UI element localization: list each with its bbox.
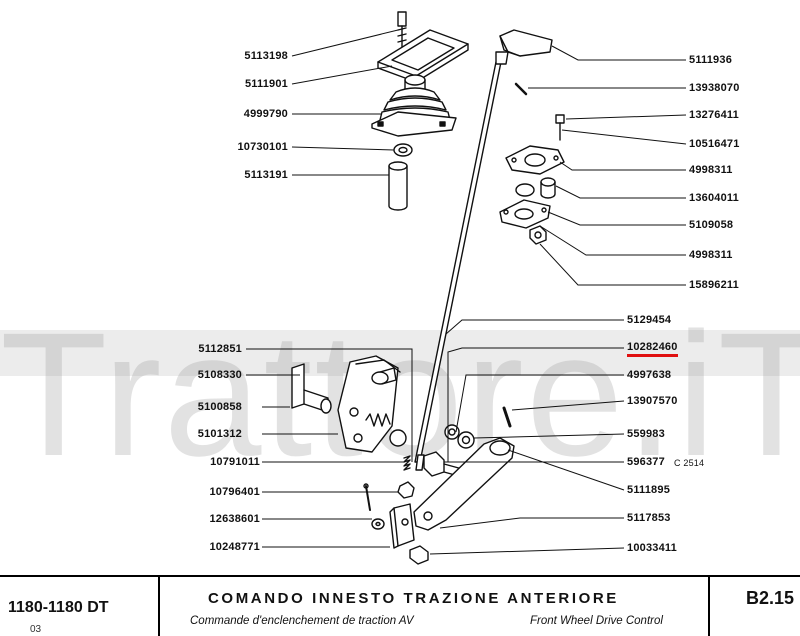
part-label-5100858: 5100858 — [197, 401, 242, 413]
washer-part-12638601 — [371, 518, 385, 530]
plate-part-5111901 — [377, 29, 469, 83]
boot-part-4999790 — [371, 74, 457, 137]
part-label-559983: 559983 — [627, 428, 665, 440]
fork-part-10248771 — [389, 503, 415, 549]
bolt-part-10033411 — [409, 545, 429, 565]
flange-part-4998311-upper — [505, 145, 565, 175]
pin-part-13938070 — [514, 82, 528, 96]
part-label-13276411: 13276411 — [689, 109, 739, 121]
part-label-10516471: 10516471 — [689, 138, 740, 150]
exploded-parts-diagram — [246, 11, 687, 565]
part-label-13604011: 13604011 — [689, 192, 739, 204]
part-label-10796401: 10796401 — [209, 486, 260, 498]
title-french: Commande d'enclenchement de traction AV — [190, 615, 414, 627]
part-label-5101312: 5101312 — [197, 428, 242, 440]
part-label-10730101: 10730101 — [237, 141, 288, 153]
figure-reference: C 2514 — [674, 458, 705, 468]
page-code-cell: B2.15 — [710, 577, 800, 636]
model-sub: 03 — [30, 624, 42, 635]
part-label-4999790: 4999790 — [243, 108, 288, 120]
spring-part-5101312 — [365, 413, 407, 447]
part-label-13938070: 13938070 — [689, 82, 740, 94]
part-label-15896211: 15896211 — [689, 279, 739, 291]
washer-part-10730101 — [393, 143, 413, 157]
part-label-5111936: 5111936 — [689, 54, 733, 66]
part-label-5113191: 5113191 — [244, 169, 288, 181]
lever-part-5111895 — [413, 437, 515, 531]
screw-part-5113198 — [397, 11, 407, 49]
part-label-13907570: 13907570 — [627, 395, 678, 407]
part-label-4998311-a: 4998311 — [689, 164, 733, 176]
part-label-5113198: 5113198 — [244, 50, 288, 62]
screw-part-13276411 — [555, 114, 565, 141]
part-label-5111895: 5111895 — [627, 484, 671, 496]
part-label-5111901: 5111901 — [244, 78, 288, 90]
part-label-5129454: 5129454 — [627, 314, 672, 326]
page-code: B2.15 — [746, 588, 795, 608]
lever-part-5111936 — [495, 29, 553, 65]
part-label-596377: 596377 — [627, 456, 665, 468]
pin-part-10796401 — [363, 483, 371, 511]
part-label-5112851: 5112851 — [198, 343, 242, 355]
part-label-4998311-b: 4998311 — [689, 249, 733, 261]
title-block: 1180-1180 DT 03 COMANDO INNESTO TRAZIONE… — [0, 575, 800, 636]
part-label-10248771: 10248771 — [209, 541, 260, 553]
title-cell: COMANDO INNESTO TRAZIONE ANTERIORE Comma… — [160, 577, 710, 636]
title-italian: COMANDO INNESTO TRAZIONE ANTERIORE — [208, 590, 619, 607]
bushing-part-13604011 — [515, 177, 556, 199]
sleeve-part-5113191 — [388, 161, 408, 211]
model-cell: 1180-1180 DT 03 — [0, 577, 160, 636]
washer-part-559983 — [444, 424, 475, 449]
bracket-part-5108330 — [291, 363, 332, 414]
pin-part-13907570 — [502, 406, 512, 428]
part-label-5109058: 5109058 — [689, 219, 734, 231]
nut-part-10796401 — [397, 481, 415, 499]
flange-part-5109058 — [499, 199, 551, 229]
title-english: Front Wheel Drive Control — [530, 615, 663, 627]
part-label-10791011: 10791011 — [210, 456, 260, 468]
part-label-12638601: 12638601 — [209, 513, 260, 525]
part-label-4997638: 4997638 — [627, 369, 672, 381]
plate-part-5100858 — [337, 355, 401, 453]
spring-part-10791011 — [403, 455, 411, 471]
part-label-10282460-highlighted: 10282460 — [627, 341, 678, 357]
model-name: 1180-1180 DT — [8, 599, 109, 616]
part-label-5117853: 5117853 — [627, 512, 671, 524]
part-label-5108330: 5108330 — [197, 369, 242, 381]
part-label-10033411: 10033411 — [627, 542, 677, 554]
